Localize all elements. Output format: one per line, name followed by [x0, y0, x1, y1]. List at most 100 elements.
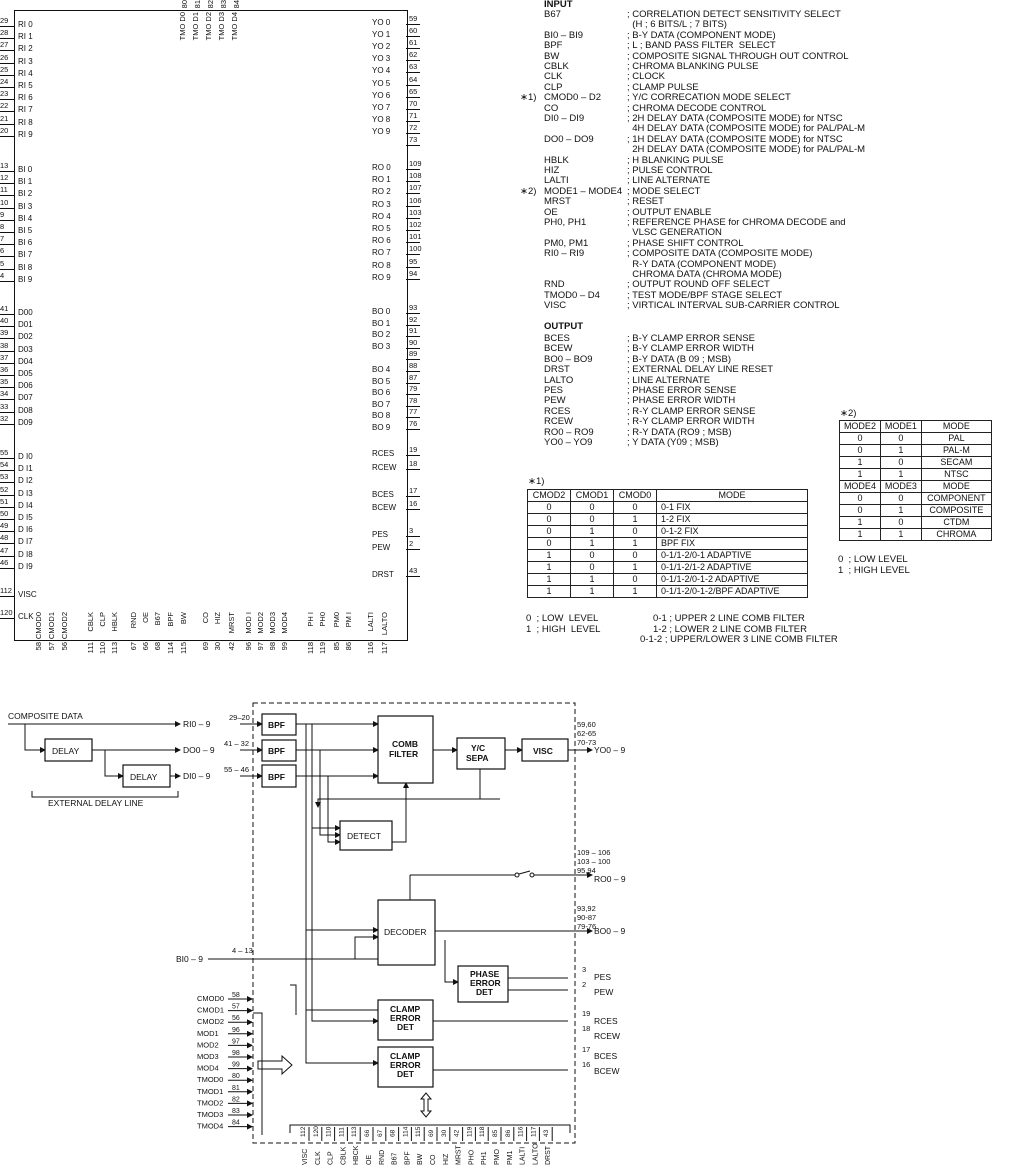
pin-number: 52	[0, 484, 9, 494]
pin-number: 95	[409, 256, 418, 266]
pin-lead	[406, 324, 420, 326]
pin-number: 30	[213, 642, 222, 651]
signal-name: RI0 – RI9	[544, 248, 585, 260]
pin-name: PH I	[306, 612, 315, 627]
signal-description: ; COMPOSITE SIGNAL THROUGH OUT CONTROL	[627, 50, 849, 62]
ri-pins: 29–20	[229, 713, 250, 722]
pin-number: 37	[0, 352, 9, 362]
ro-pins-3: 95,94	[577, 866, 596, 875]
pin-name: D01	[18, 320, 33, 330]
pin-number: 94	[409, 268, 418, 278]
pin-name: PH0	[318, 612, 327, 627]
bottom-control-label: CLK	[315, 1151, 322, 1165]
signal-name: BO0 – BO9	[544, 353, 593, 365]
pin-number: 23	[0, 89, 9, 99]
pin-lead	[0, 87, 14, 88]
table-cell: 0	[879, 492, 922, 505]
bottom-control-label: RND	[379, 1150, 386, 1165]
pin-number: 11	[0, 185, 8, 195]
signal-description: ; LINE ALTERNATE	[627, 175, 711, 187]
signal-name: HBLK	[544, 154, 569, 166]
bottom-control-pin: 69	[428, 1129, 435, 1137]
pin-number: 24	[0, 77, 9, 86]
pin-lead	[406, 60, 420, 62]
pin-number: 72	[409, 122, 418, 132]
signal-name: LALTO	[544, 374, 574, 386]
bottom-control-label: LALTO	[532, 1143, 539, 1165]
chip-body	[14, 10, 408, 641]
table1-mark: ∗1)	[528, 476, 545, 487]
bottom-control-label: B67	[392, 1152, 399, 1165]
signal-description: ; CHROMA DECODE CONTROL	[627, 102, 767, 114]
pin-number: 2	[409, 539, 414, 548]
table1-legend: 0 ; LOW LEVEL 1 ; HIGH LEVEL	[526, 613, 656, 635]
decoder-label: DECODER	[384, 927, 427, 937]
pin-number: 28	[0, 28, 9, 38]
bpf-label-2: BPF	[268, 746, 285, 756]
detect-label: DETECT	[347, 831, 381, 841]
rces-label: RCES	[594, 1016, 618, 1026]
legend-low: 0 ; LOW LEVEL	[526, 613, 599, 624]
table-cell: CTDM	[920, 516, 993, 529]
pin-number: 36	[0, 365, 9, 374]
control-input-label: TMOD2	[197, 1098, 223, 1107]
pin-number: 32	[0, 413, 9, 423]
pin-number: 70	[409, 98, 418, 108]
pin-number: 109	[409, 159, 422, 168]
pin-number: 102	[409, 220, 422, 229]
pin-lead	[406, 193, 420, 195]
pin-number: 71	[409, 110, 418, 120]
yo-pins-2: 62-65	[577, 729, 596, 738]
pin-name: YO 5	[372, 78, 391, 88]
bottom-control-pin: 42	[454, 1129, 461, 1137]
bces-label: BCES	[594, 1051, 617, 1061]
pin-number: 93	[409, 303, 418, 312]
table-cell: 1	[879, 504, 922, 517]
pin-lead	[0, 519, 14, 520]
signal-description: ; PHASE SHIFT CONTROL	[627, 237, 744, 249]
pin-name: RI 6	[18, 93, 33, 103]
control-input-label: MOD3	[197, 1052, 219, 1061]
pin-number: 64	[409, 74, 418, 84]
visc-block	[521, 738, 569, 762]
table-cell: 0-1/1-2/0-1-2 ADAPTIVE	[656, 573, 808, 586]
detect-block	[339, 820, 393, 851]
pin-number: 99	[280, 642, 289, 651]
bpf-block-2	[261, 739, 297, 762]
pin-name: RI 1	[18, 32, 33, 42]
phase-label-1: PHASE	[470, 969, 500, 979]
pin-lead	[0, 399, 14, 401]
pin-number: 90	[409, 337, 418, 347]
table-cell: MODE	[920, 480, 993, 493]
pin-number: 9	[0, 209, 5, 219]
bottom-control-label: CLP	[328, 1151, 335, 1165]
pin-name: BCES	[372, 490, 394, 499]
pin-name: D I5	[18, 513, 33, 522]
pin-number: 63	[409, 62, 418, 72]
signal-name: CO	[544, 102, 559, 114]
pin-name: BO 4	[372, 365, 391, 374]
pin-name: D I1	[18, 464, 33, 474]
bottom-control-pin: 67	[377, 1129, 384, 1137]
comb-label-2: FILTER	[389, 749, 418, 759]
pin-lead	[0, 280, 14, 282]
bottom-control-pin: 68	[390, 1129, 397, 1137]
pin-name: D I0	[18, 452, 33, 461]
pin-name: MOD I	[244, 612, 253, 634]
ro-pins-1: 109 – 106	[577, 848, 610, 857]
pin-number: 10	[0, 197, 9, 207]
pin-lead	[0, 171, 14, 172]
yo-pins-3: 70-73	[577, 738, 596, 747]
pin-name: D06	[18, 381, 33, 391]
control-input-label: MOD1	[197, 1029, 219, 1038]
pin-lead	[406, 266, 420, 268]
pin-number: 34	[0, 389, 9, 399]
yo-pins-1: 59,60	[577, 720, 596, 729]
pin-lead	[406, 509, 420, 510]
pin-name: BO 1	[372, 318, 391, 328]
signal-description: ; COMPOSITE DATA (COMPOSITE MODE)	[627, 248, 813, 260]
